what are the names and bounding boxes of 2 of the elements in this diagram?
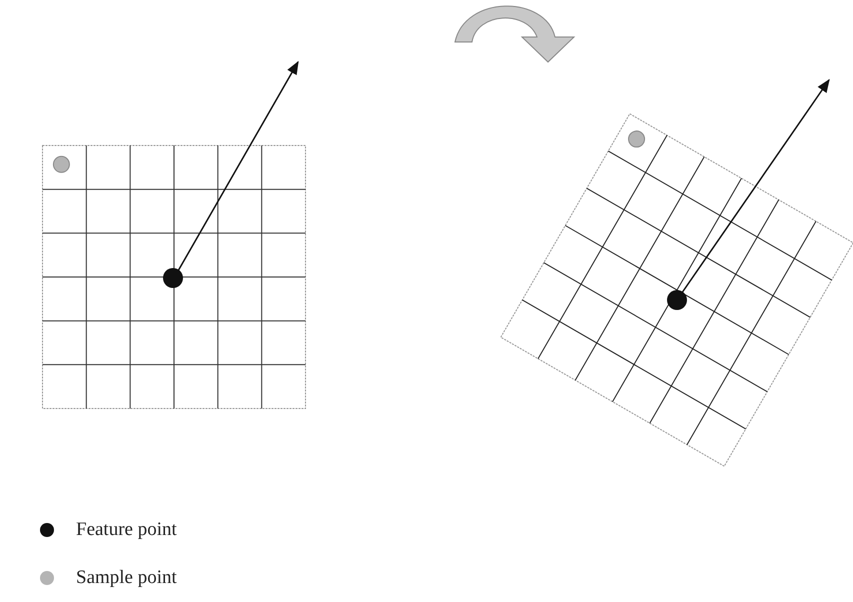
legend-label: Feature point: [76, 519, 177, 541]
legend-label: Sample point: [76, 567, 177, 589]
